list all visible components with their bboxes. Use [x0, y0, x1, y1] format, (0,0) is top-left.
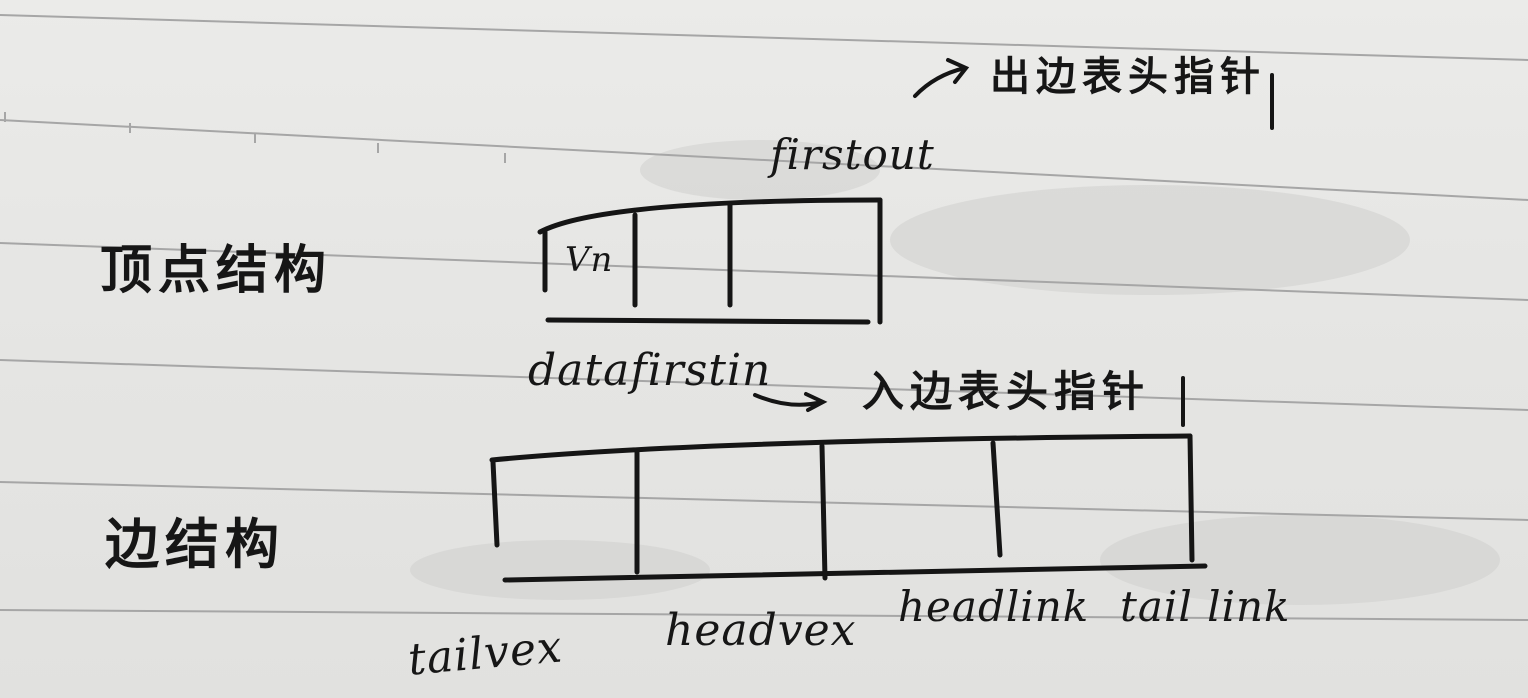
edge-field-headvex: headvex: [665, 605, 857, 656]
data-firstin-label: datafirstin: [528, 345, 772, 396]
firstout-label: firstout: [770, 130, 935, 179]
edge-structure-heading: 边结构: [105, 513, 285, 576]
edge-field-headlink: headlink: [898, 582, 1090, 631]
vertex-structure-box: [537, 197, 883, 325]
inedge-head-pointer-note: 入边表头指针: [862, 367, 1151, 416]
vertex-cell-text: Vn: [565, 240, 614, 280]
vertex-structure-heading: 顶点结构: [100, 241, 333, 301]
outedge-arrow: [913, 58, 970, 98]
edge-structure-box: [489, 433, 1208, 583]
edge-field-taillink: tail link: [1120, 582, 1291, 631]
inedge-arrow: [753, 392, 828, 412]
outedge-head-pointer-note: 出边表头指针: [990, 54, 1266, 100]
